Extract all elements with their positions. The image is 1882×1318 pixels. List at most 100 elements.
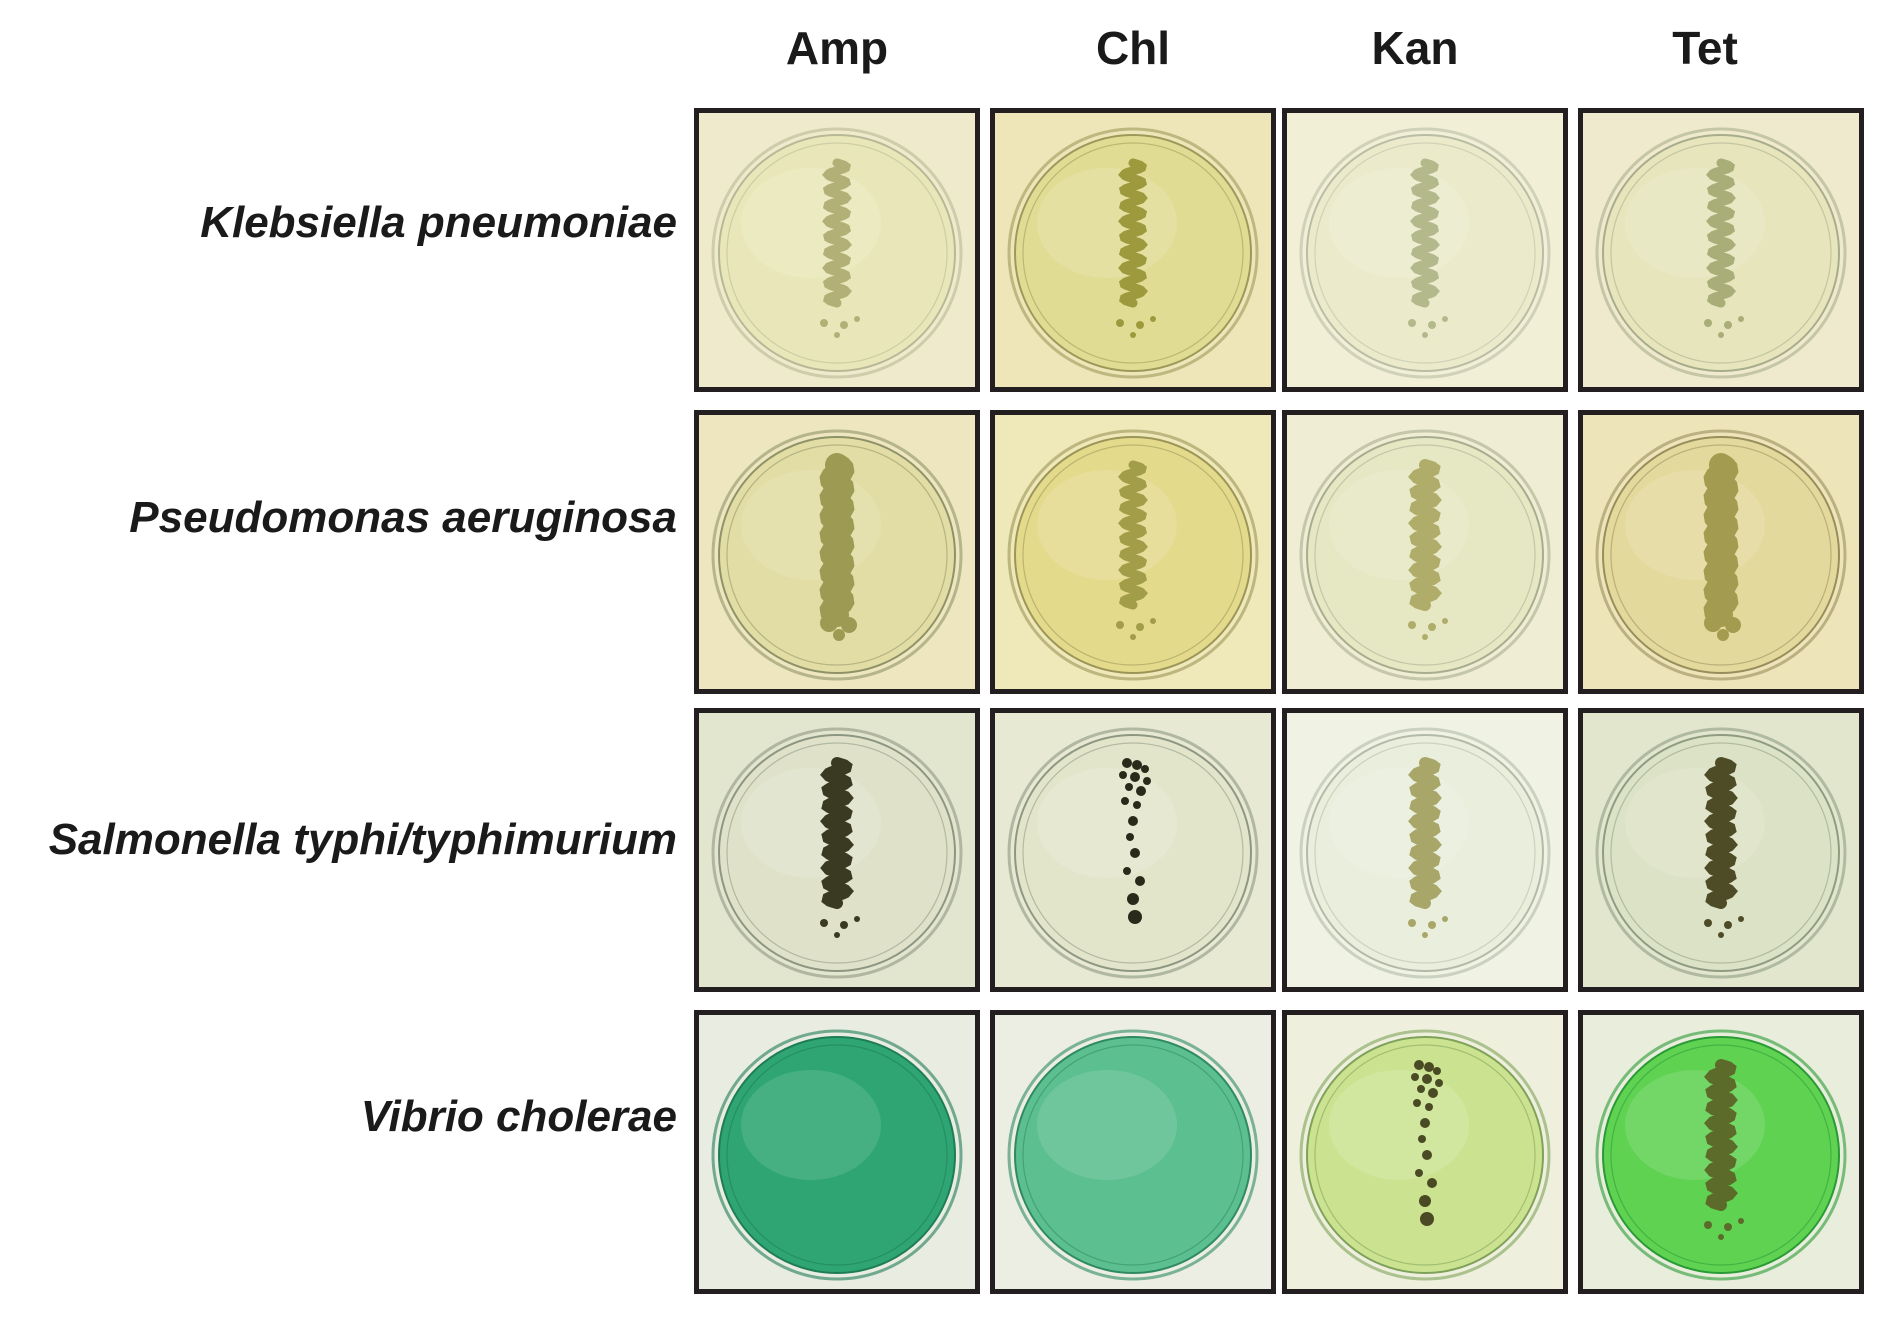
- plate-highlight: [1037, 768, 1177, 878]
- colony-dot: [1420, 1212, 1434, 1226]
- colony-dot: [1738, 916, 1744, 922]
- plate-salmonella-kan: [1282, 708, 1568, 992]
- colony-dot: [1442, 916, 1448, 922]
- plate-inner-rim: [726, 742, 948, 964]
- colony-dot: [854, 316, 860, 322]
- column-header-amp: Amp: [785, 22, 889, 74]
- colony-dot: [1408, 919, 1416, 927]
- plate-outer-rim: [1007, 727, 1259, 979]
- plate-pseudomonas-tet: [1578, 410, 1864, 694]
- colony-dot: [1422, 1074, 1432, 1084]
- plate-outer-rim: [1595, 127, 1847, 379]
- streak-growth: [1704, 1059, 1738, 1211]
- colony-dot: [1122, 758, 1132, 768]
- agar-surface: [1014, 1036, 1252, 1274]
- colony-dot: [1427, 1178, 1437, 1188]
- colony-dot: [1136, 786, 1146, 796]
- colony-dot: [1408, 621, 1416, 629]
- colony-dot: [1116, 621, 1124, 629]
- plate-inner-rim: [726, 1044, 948, 1266]
- colony-dot: [1422, 332, 1428, 338]
- plate-highlight: [741, 470, 881, 580]
- colony-dot: [1414, 1060, 1424, 1070]
- plate-outer-rim: [711, 127, 963, 379]
- plate-highlight: [1625, 1070, 1765, 1180]
- plate-inner-rim: [1022, 1044, 1244, 1266]
- plate-highlight: [741, 768, 881, 878]
- colony-dot: [1738, 316, 1744, 322]
- colony-dot: [1136, 321, 1144, 329]
- plate-inner-rim: [1022, 142, 1244, 364]
- plate-vibrio-chl: [990, 1010, 1276, 1294]
- column-header-tet: Tet: [1672, 22, 1738, 74]
- plate-pseudomonas-kan: [1282, 410, 1568, 694]
- colony-dot: [1433, 1067, 1441, 1075]
- plate-inner-rim: [1610, 142, 1832, 364]
- colony-dot: [854, 916, 860, 922]
- plate-vibrio-tet: [1578, 1010, 1864, 1294]
- colony-dot: [1130, 332, 1136, 338]
- colony-dot: [1428, 921, 1436, 929]
- streak-growth: [1408, 459, 1442, 611]
- plate-highlight: [1625, 168, 1765, 278]
- plate-salmonella-amp: [694, 708, 980, 992]
- colony-dot: [1419, 1195, 1431, 1207]
- colony-dot: [1718, 332, 1724, 338]
- plate-highlight: [741, 1070, 881, 1180]
- colony-dot: [1130, 848, 1140, 858]
- colony-dot: [1126, 833, 1134, 841]
- colony-dot: [820, 319, 828, 327]
- colony-dot: [1428, 623, 1436, 631]
- plate-outer-rim: [1595, 727, 1847, 979]
- plate-outer-rim: [711, 1029, 963, 1281]
- colony-dot: [834, 332, 840, 338]
- colony-dot: [833, 629, 845, 641]
- colony-dot: [1418, 1135, 1426, 1143]
- colony-dot: [1123, 867, 1131, 875]
- colony-dot: [1408, 319, 1416, 327]
- colony-dot: [820, 919, 828, 927]
- plate-inner-rim: [1022, 444, 1244, 666]
- colony-dot: [1133, 801, 1141, 809]
- plate-inner-rim: [1314, 142, 1536, 364]
- colony-dot: [1724, 921, 1732, 929]
- plate-klebsiella-kan: [1282, 108, 1568, 392]
- row-label-salmonella: Salmonella typhi/typhimurium: [48, 815, 677, 864]
- row-label-pseudomonas: Pseudomonas aeruginosa: [129, 493, 677, 542]
- colony-dot: [1411, 1073, 1419, 1081]
- colony-dot: [1143, 777, 1151, 785]
- plate-klebsiella-chl: [990, 108, 1276, 392]
- streak-growth: [1410, 158, 1440, 308]
- plate-highlight: [1625, 470, 1765, 580]
- plate-inner-rim: [726, 142, 948, 364]
- plate-outer-rim: [1595, 1029, 1847, 1281]
- plate-highlight: [1037, 1070, 1177, 1180]
- colony-dot: [1119, 771, 1127, 779]
- colony-dot: [1724, 321, 1732, 329]
- colony-dot: [1128, 816, 1138, 826]
- plate-inner-rim: [1610, 444, 1832, 666]
- plate-highlight: [741, 168, 881, 278]
- colony-dot: [1718, 1234, 1724, 1240]
- colony-dot: [1424, 1062, 1434, 1072]
- colony-dot: [840, 321, 848, 329]
- colony-dot: [1717, 629, 1729, 641]
- plate-outer-rim: [1007, 127, 1259, 379]
- colony-dot: [1428, 1088, 1438, 1098]
- colony-dot: [1413, 1099, 1421, 1107]
- colony-dot: [1738, 1218, 1744, 1224]
- colony-dot: [1704, 1221, 1712, 1229]
- colony-dot: [1132, 760, 1142, 770]
- colony-dot: [1425, 1103, 1433, 1111]
- row-label-klebsiella: Klebsiella pneumoniae: [200, 198, 677, 247]
- colony-dot: [1127, 893, 1139, 905]
- colony-dot: [1128, 910, 1142, 924]
- streak-growth: [1703, 453, 1739, 627]
- streak-growth: [820, 757, 854, 909]
- plate-pseudomonas-amp: [694, 410, 980, 694]
- colony-dot: [1428, 321, 1436, 329]
- colony-dot: [1417, 1085, 1425, 1093]
- colony-dot: [1415, 1169, 1423, 1177]
- plate-inner-rim: [1610, 1044, 1832, 1266]
- colony-dot: [1442, 618, 1448, 624]
